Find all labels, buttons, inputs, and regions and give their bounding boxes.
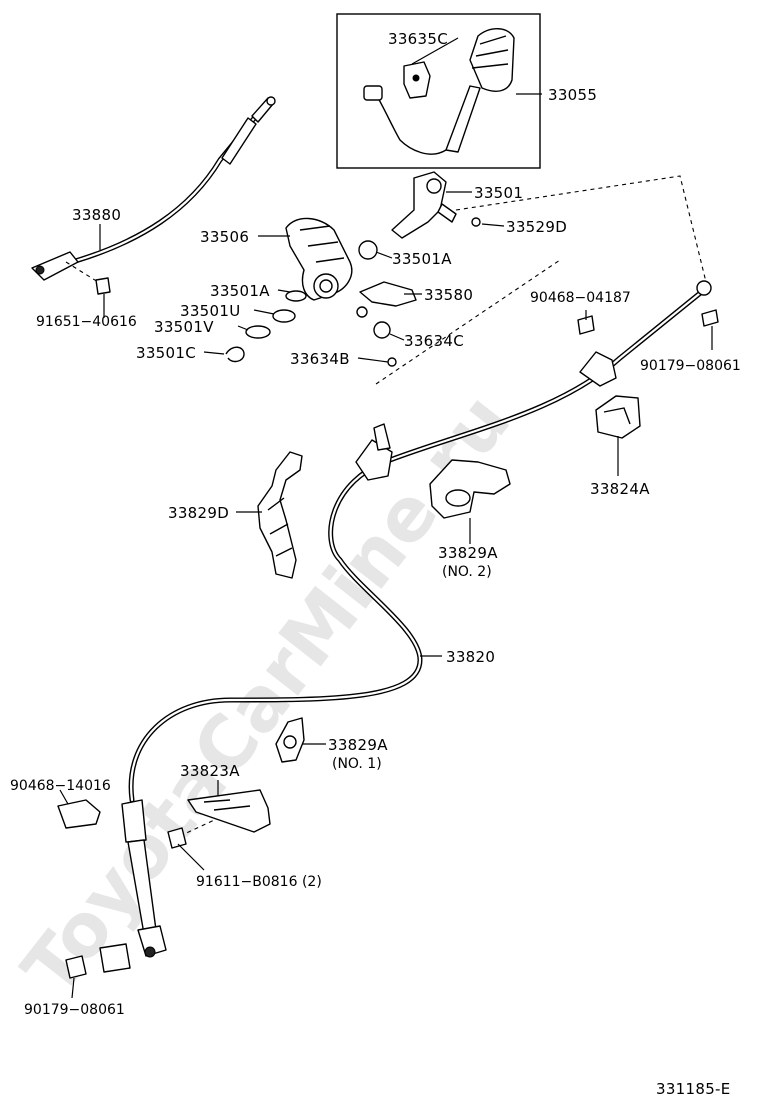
label-33506: 33506 xyxy=(200,228,249,246)
label-91651-40616: 91651−40616 xyxy=(36,314,137,330)
label-33501V: 33501V xyxy=(154,318,214,336)
cable-33820 xyxy=(121,280,712,958)
label-33824A: 33824A xyxy=(590,480,650,498)
label-33055: 33055 xyxy=(548,86,597,104)
bolt-91611 xyxy=(167,827,187,849)
label-90468-14016: 90468−14016 xyxy=(10,778,111,794)
label-33634C: 33634C xyxy=(404,332,464,350)
label-33501: 33501 xyxy=(474,184,523,202)
clip-bottom xyxy=(99,943,131,973)
harness-connector xyxy=(363,85,383,101)
label-33829A-no1: 33829A xyxy=(328,736,388,754)
leader-lines xyxy=(59,37,713,999)
label-33529D: 33529D xyxy=(506,218,567,236)
label-33829A-no2: 33829A xyxy=(438,544,498,562)
shift-knob xyxy=(469,28,515,92)
label-33501A-top: 33501A xyxy=(392,250,452,268)
ring-33501V xyxy=(245,325,271,339)
label-90179-08061-bottom: 90179−08061 xyxy=(24,1002,125,1018)
shift-knob-ridges xyxy=(471,35,509,69)
cable-clamp-mid xyxy=(355,439,393,481)
label-90179-08061-top: 90179−08061 xyxy=(640,358,741,374)
label-33635C: 33635C xyxy=(388,30,448,48)
label-33634B: 33634B xyxy=(290,350,350,368)
cable-33880 xyxy=(31,96,276,295)
plate-33580 xyxy=(359,281,417,307)
label-33829D: 33829D xyxy=(168,504,229,522)
cable-end-eye-top xyxy=(696,280,712,296)
clip-33824A xyxy=(595,395,641,439)
screw-33634B xyxy=(387,357,397,367)
dashed-guide-right xyxy=(455,175,707,283)
cable-end-bottom xyxy=(137,925,167,957)
clip-90468-04187 xyxy=(577,315,595,335)
knob-harness xyxy=(377,97,447,155)
dashed-guide-bolt xyxy=(179,807,241,837)
label-33501U: 33501U xyxy=(180,302,241,320)
shift-lever-assembly xyxy=(225,171,481,367)
cable-33880-end xyxy=(31,251,79,281)
ring-33501U xyxy=(272,309,296,323)
bushing-33501A-top xyxy=(358,240,378,260)
label-33820: 33820 xyxy=(446,648,495,666)
label-33580: 33580 xyxy=(424,286,473,304)
label-no2: (NO. 2) xyxy=(442,564,492,580)
dashed-guide-left xyxy=(375,259,561,385)
inset-frame xyxy=(336,13,541,169)
bracket-33823A xyxy=(187,789,271,833)
label-33880: 33880 xyxy=(72,206,121,224)
shift-lever-rod xyxy=(445,85,481,153)
label-33823A: 33823A xyxy=(180,762,240,780)
cable-adjuster xyxy=(121,799,147,843)
cable-33880-sleeve xyxy=(221,117,257,165)
ring-33501A xyxy=(285,290,307,302)
shift-knob-inset xyxy=(336,13,541,169)
cable-grommet-top xyxy=(579,351,617,387)
label-no1: (NO. 1) xyxy=(332,756,382,772)
clip-33634C xyxy=(373,321,391,339)
screw-33529D xyxy=(471,217,481,227)
label-33501A: 33501A xyxy=(210,282,270,300)
figure-code: 331185-E xyxy=(656,1080,731,1098)
nut-90179-bottom xyxy=(65,955,87,979)
label-90468-04187: 90468−04187 xyxy=(530,290,631,306)
nut-90179-top xyxy=(701,309,719,327)
clip-33501C xyxy=(225,346,245,363)
clip-90468-14016 xyxy=(57,799,101,829)
bolt-91651 xyxy=(95,277,111,295)
label-91611-B0816: 91611−B0816 (2) xyxy=(196,874,322,890)
label-33501C: 33501C xyxy=(136,344,196,362)
clip-hole xyxy=(412,74,420,82)
bracket-33829D xyxy=(257,451,303,579)
